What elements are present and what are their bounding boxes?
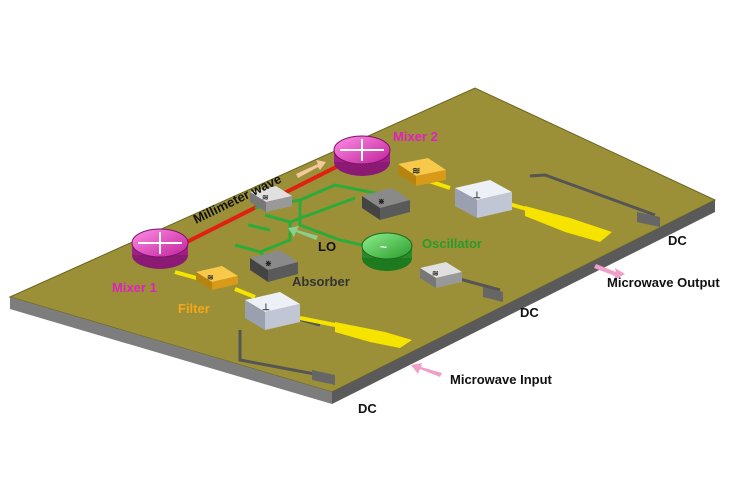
lo-label: LO [318,239,336,254]
oscillator-component: ~ [361,232,413,271]
lo-filter-box-2: ≋ [420,262,462,288]
filter-box-2: ≋ [398,158,446,186]
filter-box-1: ≋ [196,266,238,290]
mixer-1-component [131,228,189,269]
board-right-edge [332,200,715,404]
dc-label-right: DC [668,233,687,248]
absorber-box-1: ⋇ [250,250,298,282]
microwave-output-feed [525,206,612,242]
absorber-label: Absorber [292,274,350,289]
svg-text:⊥: ⊥ [473,190,481,200]
microwave-input-arrow [411,363,442,377]
lo-filter-box-1: ≋ [250,186,292,212]
bias-tee-box-1: ⊥ [245,292,300,330]
dc-label-bottom: DC [358,401,377,416]
svg-text:≋: ≋ [412,166,420,177]
mixer-2-component [333,135,391,176]
dc-label-middle: DC [520,305,539,320]
arrows [288,160,625,377]
svg-text:≋: ≋ [262,193,269,202]
mixer-2-label: Mixer 2 [393,129,438,144]
svg-text:≋: ≋ [432,269,439,278]
svg-text:≋: ≋ [207,273,214,282]
substrate-board [8,87,717,404]
svg-text:⊥: ⊥ [262,302,270,312]
mixer-1-label: Mixer 1 [112,280,157,295]
lo-arrow [288,226,318,240]
dc-pad-bottom [312,370,335,385]
filter-label: Filter [178,301,210,316]
svg-text:~: ~ [380,240,387,254]
microwave-output-label: Microwave Output [607,275,720,290]
microwave-input-label: Microwave Input [450,372,553,387]
board-front-edge [10,297,332,404]
dc-pads [312,212,660,385]
dc-pad-middle [483,287,503,302]
board-top-surface [8,87,717,393]
svg-text:⋇: ⋇ [378,197,385,206]
dc-pad-right [637,212,660,227]
bias-tee-box-2: ⊥ [455,180,512,218]
microwave-input-feed [335,322,412,348]
microwave-output-arrow [594,264,625,280]
svg-text:⋇: ⋇ [265,259,272,268]
oscillator-label: Oscillator [422,236,482,251]
millimeter-wave-arrow [296,160,326,178]
absorber-box-2: ⋇ [362,188,410,220]
